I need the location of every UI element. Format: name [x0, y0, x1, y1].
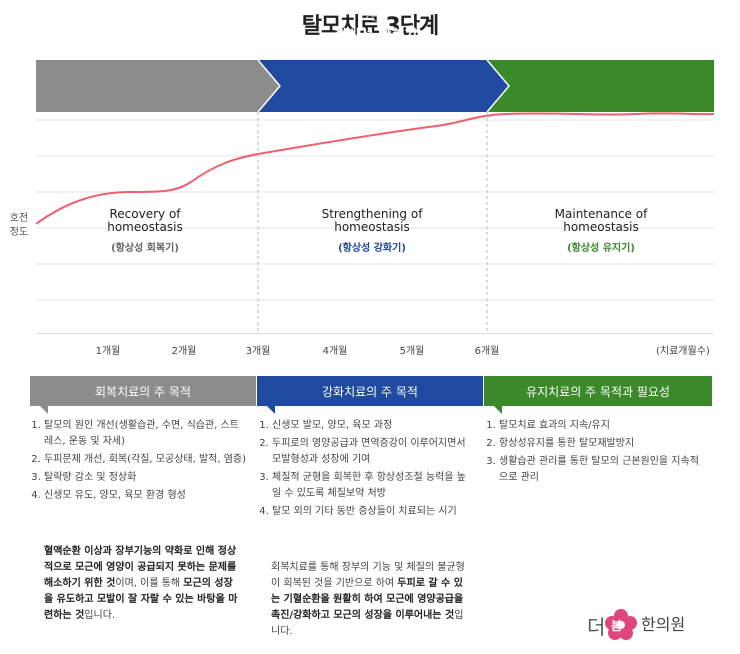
panel-1-item: 탈락량 감소 및 정상화 [44, 470, 246, 486]
phase-1-en-line2: homeostasis [107, 220, 183, 234]
x-tick-1: 1개월 [95, 346, 121, 357]
logo-right-text: 한의원 [641, 615, 685, 634]
panel-3-item: 항상성유지를 통한 탈모재발방지 [499, 436, 707, 452]
stage-2-name: 항상성 강화기 [334, 27, 418, 44]
panel-3-list: 탈모치료 효과의 지속/유지 항상성유지를 통한 탈모재발방지 생활습관 관리를… [481, 418, 707, 488]
flower-icon [605, 609, 637, 640]
panel-1-summary: 혈액순환 이상과 장부기능의 약화로 인해 정상적으로 모근에 영양이 공급되지… [44, 544, 240, 624]
page-title: 탈모치료 3단계 [301, 14, 439, 39]
stage-1-name: 항상성 회복기 [109, 27, 193, 44]
panel-2-summary-bold: 두피로 갈 수 있는 기혈순환을 원활히 하여 모근에 영양공급을 촉진/강화하… [271, 578, 464, 621]
phase-1-en-line1: Recovery of [109, 207, 181, 221]
panel-1-list: 탈모의 원인 개선(생활습관, 수면, 식습관, 스트레스, 운동 및 자세) … [26, 418, 246, 506]
phase-3-label: Maintenance of homeostasis (항상성 유지기) [538, 208, 664, 255]
stage-3-name: 항상성 유지기 [562, 27, 646, 44]
progress-plot [36, 112, 714, 334]
panel-1-summary-bold: 혈액순환 이상과 장부기능의 약화로 인해 정상적으로 모근에 영양이 공급되지… [44, 546, 237, 589]
x-tick-3: 3개월 [245, 346, 271, 357]
stage-3-number: 3단계 [591, 11, 617, 23]
panel-3-item: 생활습관 관리를 통한 탈모의 근본원인을 지속적으로 관리 [499, 454, 707, 486]
phase-1-label: Recovery of homeostasis (항상성 회복기) [90, 208, 200, 255]
panel-1-item: 두피문제 개선, 회복(각질, 모공상태, 발적, 염증) [44, 452, 246, 468]
panel-1-summary-bold2: 모근의 성장을 유도하고 모발이 잘 자랄 수 있는 바탕을 마련하는 것 [44, 578, 238, 621]
x-tick-4: 4개월 [322, 346, 348, 357]
logo-mark: 더 봄 한의원 [587, 609, 685, 640]
x-tick-2: 2개월 [171, 346, 197, 357]
panel-1-heading: 회복치료의 주 목적 [30, 376, 256, 406]
panel-2-notch [267, 406, 275, 414]
panel-1-item: 탈모의 원인 개선(생활습관, 수면, 식습관, 스트레스, 운동 및 자세) [44, 418, 246, 450]
clinic-logo: 더 봄 한의원 [585, 604, 725, 644]
panel-2-list: 신생모 발모, 양모, 육모 과정 두피로의 영양공급과 면역증강이 이루어지면… [254, 418, 466, 522]
phase-2-ko: (항상성 강화기) [338, 243, 406, 254]
panel-3-item: 탈모치료 효과의 지속/유지 [499, 418, 707, 434]
panel-1-item: 신생모 유도, 양모, 육모 환경 형성 [44, 488, 246, 504]
phase-2-en-line2: homeostasis [334, 220, 410, 234]
panel-3-notch [494, 406, 502, 414]
panel-3-heading: 유지치료의 주 목적과 필요성 [484, 376, 712, 406]
panel-2-summary: 회복치료를 통해 장부의 기능 및 체질의 불균형이 회복된 것을 기반으로 하… [271, 560, 467, 640]
panel-2-heading: 강화치료의 주 목적 [257, 376, 483, 406]
phase-2-en-line1: Strengthening of [321, 207, 423, 221]
panel-2-item: 신생모 발모, 양모, 육모 과정 [272, 418, 466, 434]
stage-3-shape [487, 60, 714, 112]
stage-1-label: 1단계 항상성 회복기 [36, 0, 266, 52]
x-axis-unit: (치료개월수) [656, 346, 710, 357]
stage-2-label: 2단계 항상성 강화기 [266, 0, 486, 52]
panel-2-summary-pre: 회복치료를 통해 장부의 기능 및 체질의 불균형이 회복된 것을 기반으로 하… [271, 562, 465, 589]
panel-2-item: 체질적 균형을 회복한 후 항상성조절 능력을 높일 수 있도록 체질보약 처방 [272, 470, 466, 502]
stage-3-label: 3단계 항상성 유지기 [494, 0, 714, 52]
panel-1-summary-mid: 이며, 이를 통해 [115, 578, 184, 589]
improvement-curve [36, 112, 714, 225]
phase-1-ko: (항상성 회복기) [111, 243, 179, 254]
x-tick-6: 6개월 [474, 346, 500, 357]
phase-3-en-line1: Maintenance of [554, 207, 648, 221]
stage-2-shape [258, 60, 509, 112]
stage-1-number: 1단계 [138, 11, 164, 23]
panel-1-notch [40, 406, 48, 414]
panel-2-item: 탈모 외의 기타 동반 증상들이 치료되는 시기 [272, 504, 466, 520]
logo-flower-char: 봄 [611, 619, 622, 633]
phase-3-ko: (항상성 유지기) [567, 243, 635, 254]
phase-3-en-line2: homeostasis [563, 220, 639, 234]
stage-banner [36, 60, 714, 112]
stage-1-shape [36, 60, 280, 112]
phase-2-label: Strengthening of homeostasis (항상성 강화기) [307, 208, 437, 255]
panel-2-summary-end: 입니다. [271, 610, 464, 637]
panel-2-item: 두피로의 영양공급과 면역증강이 이루어지면서 모발형성과 성장에 기여 [272, 436, 466, 468]
stage-2-number: 2단계 [363, 11, 389, 23]
panel-1-summary-end: 입니다. [84, 610, 116, 621]
logo-left-char: 더 [587, 615, 605, 639]
x-tick-5: 5개월 [399, 346, 425, 357]
